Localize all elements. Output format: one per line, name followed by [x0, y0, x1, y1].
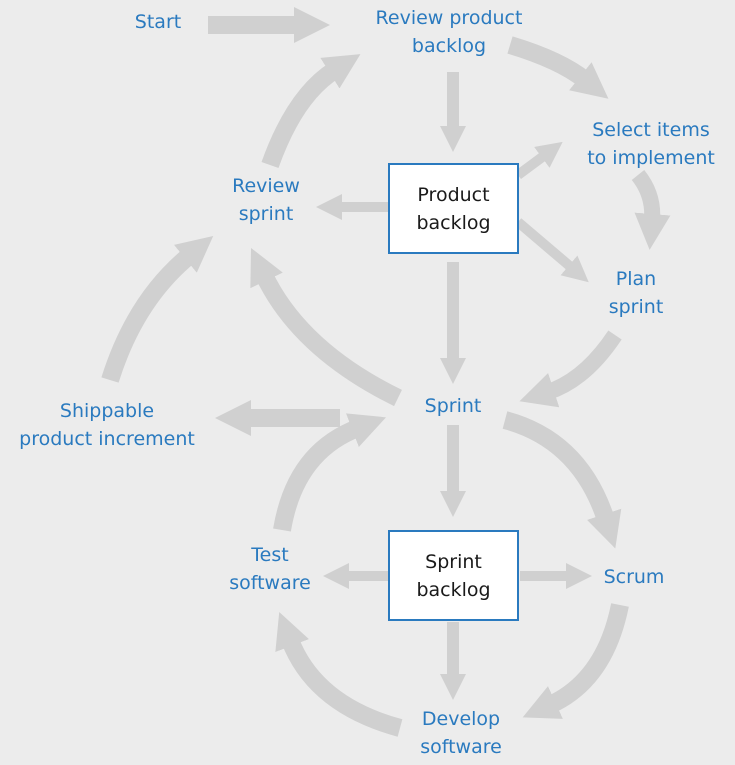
node-develop-software: Develop software: [420, 708, 502, 758]
node-scrum: Scrum: [603, 566, 665, 588]
sprint-backlog-box: Sprint backlog: [388, 530, 519, 621]
arrow-review-sprint-to-review-backlog: [261, 54, 361, 169]
arrow-sprint-to-review-sprint: [250, 247, 402, 407]
arrow-sprint-to-scrum: [502, 411, 622, 549]
arrow-plan-sprint-to-sprint: [519, 330, 622, 408]
product-backlog-box: Product backlog: [388, 163, 519, 254]
node-plan-sprint: Plan sprint: [608, 268, 664, 318]
node-test-software: Test software: [229, 544, 311, 594]
arrow-select-items-to-plan-sprint: [631, 170, 671, 250]
arrow-shippable-to-review-sprint: [101, 235, 214, 383]
node-sprint: Sprint: [424, 395, 482, 417]
arrow-develop-to-test: [275, 612, 403, 737]
node-review-sprint: Review sprint: [232, 175, 300, 225]
node-review-product-backlog: Review product backlog: [375, 7, 523, 57]
node-start: Start: [134, 11, 182, 33]
arrow-product-backlog-to-plan-sprint: [514, 218, 589, 283]
arrow-review-backlog-to-select-items: [507, 36, 609, 99]
arrow-scrum-to-develop: [522, 603, 629, 719]
node-shippable-product-increment: Shippable product increment: [19, 400, 195, 450]
node-select-items: Select items to implement: [587, 119, 715, 169]
arrow-product-backlog-to-select-items: [515, 141, 563, 180]
arrow-test-to-sprint: [273, 413, 387, 532]
